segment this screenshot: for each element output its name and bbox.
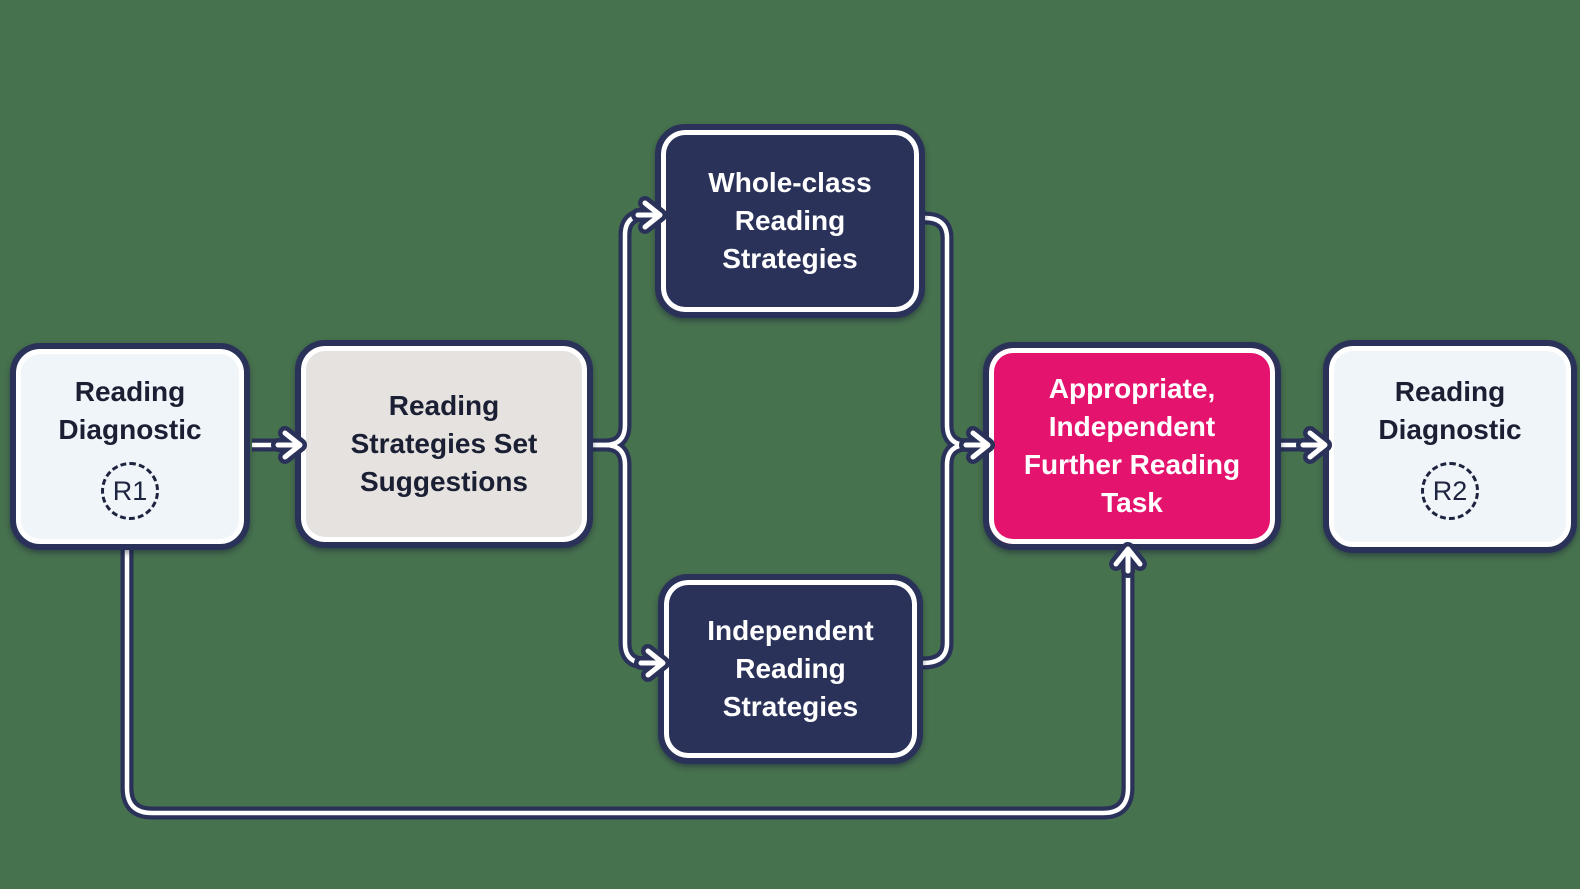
edge-independent-to-task-core xyxy=(922,442,985,666)
edge-independent-to-task xyxy=(922,438,985,670)
node-reading-diagnostic-1: Reading Diagnostic R1 xyxy=(10,343,250,550)
node-whole-class-reading-strategies: Whole-class Reading Strategies xyxy=(655,124,925,318)
r1-badge: R1 xyxy=(101,462,159,521)
node-appropriate-independent-further-reading-task: Appropriate, Independent Further Reading… xyxy=(983,342,1281,550)
node-label: Appropriate, Independent Further Reading… xyxy=(1023,373,1241,518)
node-label: Whole-class Reading Strategies xyxy=(708,167,872,274)
node-label: Reading Strategies Set Suggestions xyxy=(350,390,538,497)
node-reading-diagnostic-2: Reading Diagnostic R2 xyxy=(1323,340,1577,553)
node-reading-strategies-set-suggestions: Reading Strategies Set Suggestions xyxy=(295,340,593,548)
edge-r1-to-task-loop-core xyxy=(124,550,1131,816)
node-independent-reading-strategies: Independent Reading Strategies xyxy=(658,574,923,764)
r2-badge: R2 xyxy=(1421,462,1479,521)
edge-suggestions-to-wholeclass-core xyxy=(593,212,658,448)
node-label: Reading Diagnostic xyxy=(1378,375,1522,445)
edge-wholeclass-to-task-core xyxy=(924,215,985,448)
node-label: Independent Reading Strategies xyxy=(707,615,874,722)
edge-suggestions-to-independent-core xyxy=(593,442,660,666)
node-label: Reading Diagnostic xyxy=(58,375,202,445)
edge-wholeclass-to-task xyxy=(924,211,985,452)
